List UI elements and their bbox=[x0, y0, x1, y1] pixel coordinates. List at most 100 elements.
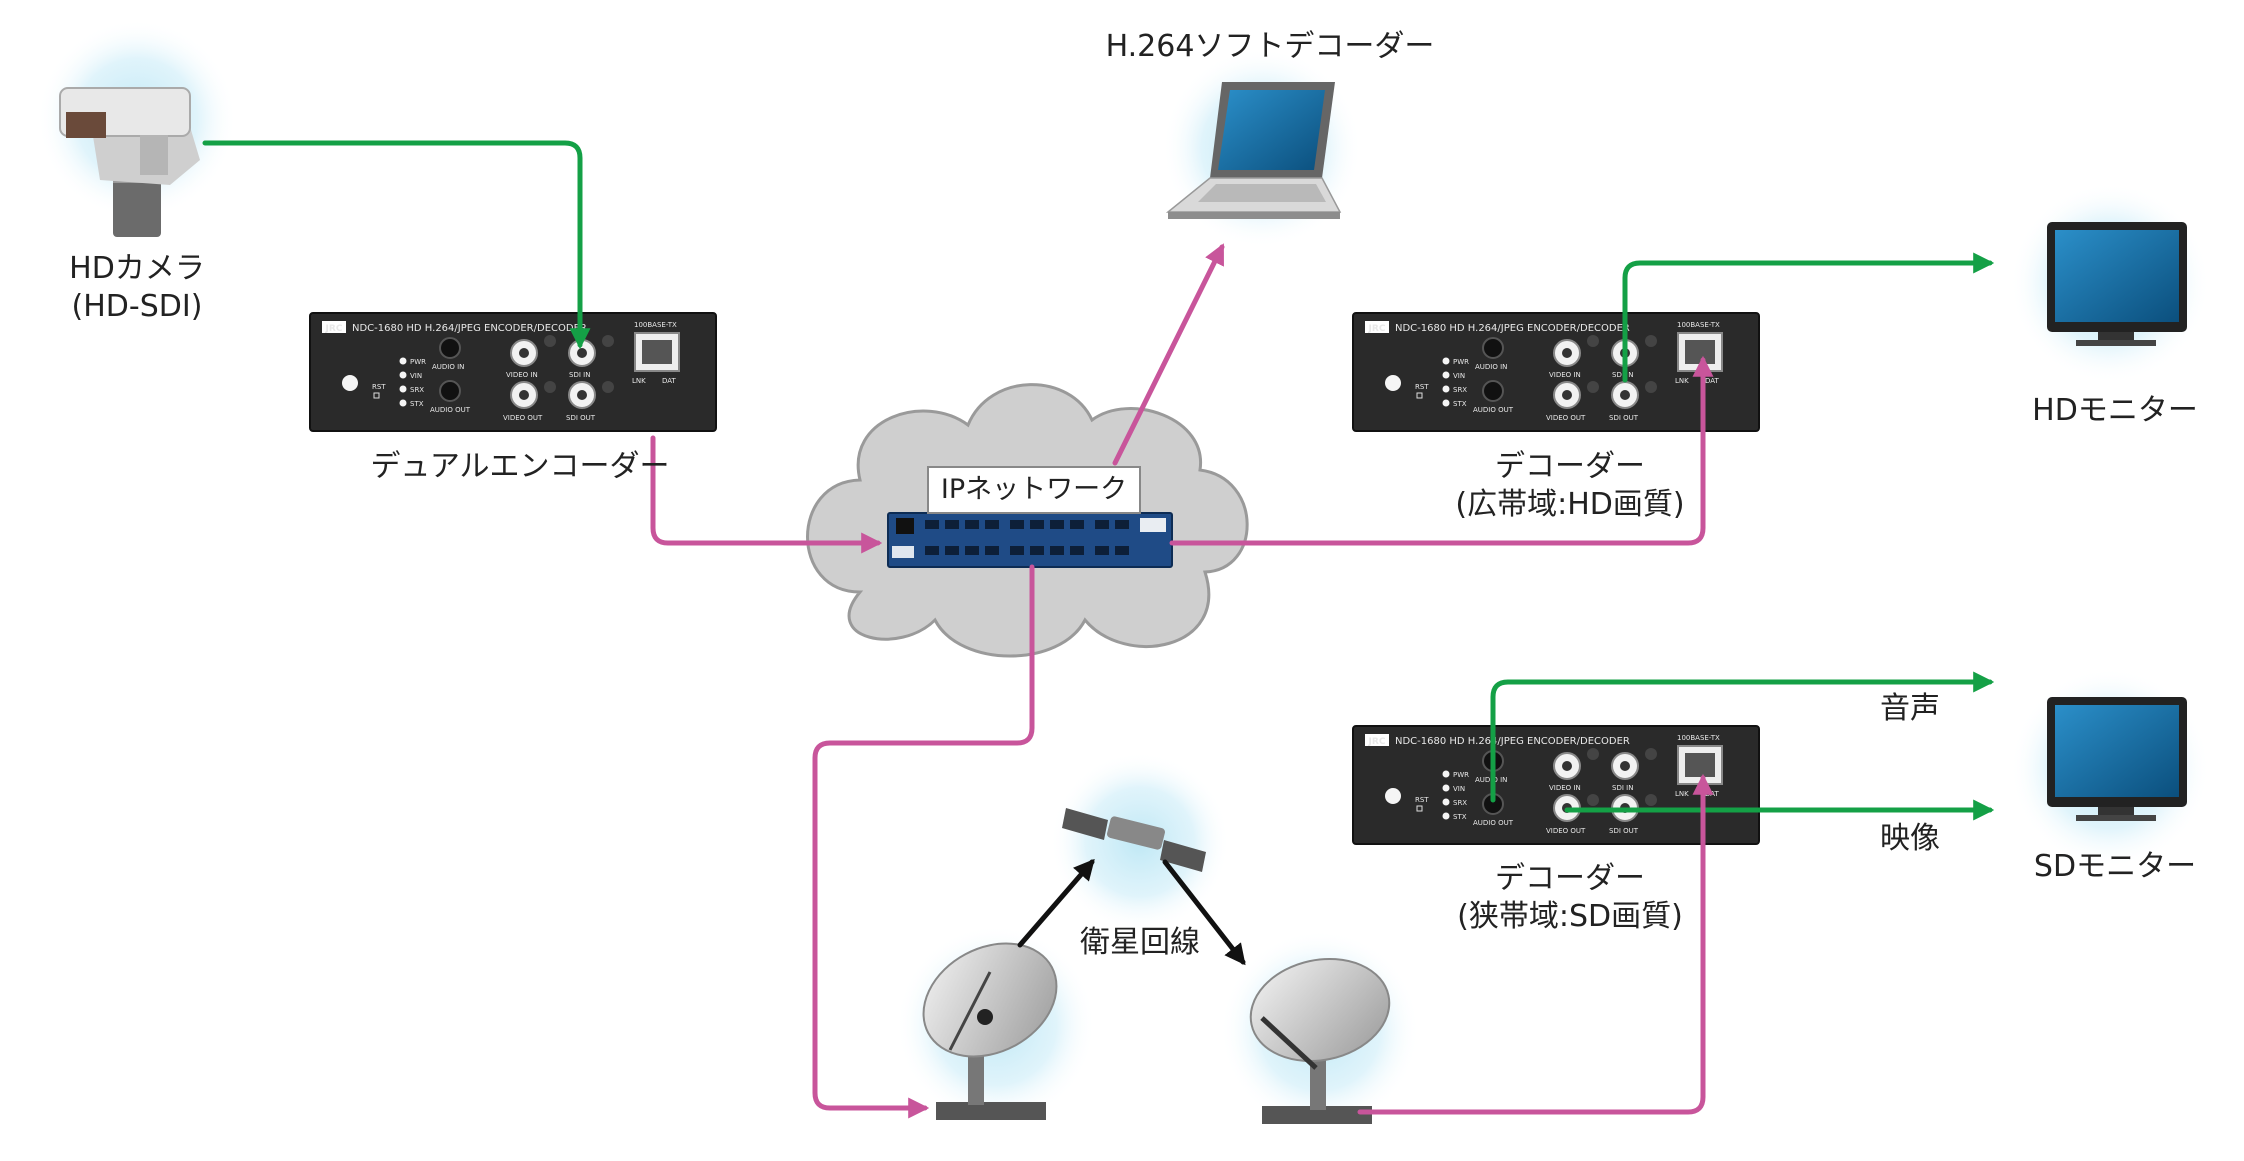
decoder-sd-label: デコーダー (狭帯域:SD画質) bbox=[1420, 860, 1720, 935]
device-panel bbox=[1352, 725, 1760, 845]
link-network-dish bbox=[812, 564, 1035, 1119]
link-camera-encoder bbox=[202, 140, 591, 350]
dat-label: DAT bbox=[662, 377, 677, 385]
brand-label: JRC bbox=[1368, 324, 1386, 334]
led-label: STX bbox=[410, 400, 424, 408]
link-encoder-network bbox=[650, 435, 883, 554]
satellite-label: 衛星回線 bbox=[1080, 925, 1200, 960]
decoder-sd-device: JRC NDC-1680 HD H.264/JPEG ENCODER/DECODE… bbox=[1352, 725, 1760, 845]
video-in-label: VIDEO IN bbox=[506, 371, 538, 379]
device-panel bbox=[1352, 312, 1760, 432]
link-satellite-dish bbox=[1162, 859, 1246, 966]
hd-monitor-icon bbox=[2010, 183, 2210, 383]
port-label: 100BASE-TX bbox=[1677, 734, 1720, 742]
led-label: VIN bbox=[410, 372, 422, 380]
led-indicator bbox=[1442, 371, 1450, 379]
reset-button bbox=[1385, 375, 1401, 391]
video-in-label: VIDEO IN bbox=[1549, 371, 1581, 379]
network-switch-icon bbox=[887, 512, 1173, 568]
lnk-label: LNK bbox=[632, 377, 646, 385]
decoder-sd-label-line1: デコーダー bbox=[1495, 861, 1645, 896]
port-label: 100BASE-TX bbox=[634, 321, 677, 329]
audio-out-jack bbox=[439, 380, 461, 402]
laptop-icon bbox=[1162, 48, 1362, 248]
audio-in-jack bbox=[1482, 337, 1504, 359]
led-indicator bbox=[399, 399, 407, 407]
camera-label-line1: HDカメラ bbox=[69, 251, 205, 286]
network-label: IPネットワーク bbox=[927, 466, 1141, 514]
link-network-hd-decoder bbox=[1169, 355, 1714, 546]
audio-in-jack bbox=[439, 337, 461, 359]
sdi-in-label: SDI IN bbox=[1612, 784, 1633, 792]
model-label: NDC-1680 HD H.264/JPEG ENCODER/DECODER bbox=[1395, 736, 1630, 747]
led-indicator bbox=[1442, 385, 1450, 393]
led-label: PWR bbox=[410, 358, 426, 366]
link-dish-satellite bbox=[1017, 858, 1095, 948]
audio-out-label: AUDIO OUT bbox=[1473, 819, 1514, 827]
led-indicator bbox=[1442, 357, 1450, 365]
decoder-hd-device: JRC NDC-1680 HD H.264/JPEG ENCODER/DECODE… bbox=[1352, 312, 1760, 432]
brand-badge bbox=[1365, 734, 1389, 746]
device-panel bbox=[309, 312, 717, 432]
sd-monitor-label: SDモニター bbox=[2033, 849, 2197, 884]
led-indicator bbox=[399, 385, 407, 393]
led-indicator bbox=[1442, 812, 1450, 820]
link-sd-audio bbox=[1490, 671, 1995, 803]
sdi-out-label: SDI OUT bbox=[566, 414, 596, 422]
brand-badge bbox=[1365, 321, 1389, 333]
led-indicator bbox=[1442, 399, 1450, 407]
sd-monitor-icon bbox=[2010, 668, 2210, 868]
reset-button bbox=[342, 375, 358, 391]
led-label: VIN bbox=[1453, 372, 1465, 380]
led-label: PWR bbox=[1453, 358, 1469, 366]
sdi-out-label: SDI OUT bbox=[1609, 414, 1639, 422]
audio-out-label: AUDIO OUT bbox=[430, 406, 471, 414]
audio-in-label: AUDIO IN bbox=[432, 363, 464, 371]
lnk-label: LNK bbox=[1675, 790, 1689, 798]
rst-label: RST bbox=[1415, 383, 1429, 391]
satellite-icon bbox=[1050, 752, 1230, 932]
camera-label-line2: (HD-SDI) bbox=[71, 288, 203, 324]
led-label: SRX bbox=[1453, 386, 1467, 394]
link-hd-decoder-monitor bbox=[1622, 252, 1995, 383]
audio-signal-label: 音声 bbox=[1880, 691, 1940, 726]
link-dish-sd-decoder bbox=[1357, 773, 1714, 1115]
led-indicator bbox=[1442, 770, 1450, 778]
led-indicator bbox=[1442, 798, 1450, 806]
led-label: SRX bbox=[410, 386, 424, 394]
led-indicator bbox=[1442, 784, 1450, 792]
led-indicator bbox=[399, 357, 407, 365]
soft-decoder-label: H.264ソフトデコーダー bbox=[1105, 29, 1435, 64]
video-in-label: VIDEO IN bbox=[1549, 784, 1581, 792]
decoder-hd-label-line1: デコーダー bbox=[1495, 449, 1645, 484]
video-signal-label: 映像 bbox=[1880, 821, 1940, 856]
led-indicator bbox=[399, 371, 407, 379]
led-label: PWR bbox=[1453, 771, 1469, 779]
dat-label: DAT bbox=[1705, 377, 1720, 385]
decoder-sd-label-line2: (狭帯域:SD画質) bbox=[1457, 898, 1683, 934]
camera-icon bbox=[37, 19, 237, 237]
model-label: NDC-1680 HD H.264/JPEG ENCODER/DECODER bbox=[1395, 323, 1630, 334]
decoder-hd-label-line2: (広帯域:HD画質) bbox=[1455, 486, 1685, 522]
brand-label: JRC bbox=[1368, 737, 1386, 747]
led-label: SRX bbox=[1453, 799, 1467, 807]
audio-in-label: AUDIO IN bbox=[1475, 363, 1507, 371]
dual-encoder-label: デュアルエンコーダー bbox=[370, 449, 670, 484]
reset-button bbox=[1385, 788, 1401, 804]
led-label: STX bbox=[1453, 813, 1467, 821]
dish-left-icon bbox=[896, 925, 1096, 1125]
hd-monitor-label: HDモニター bbox=[2032, 393, 2198, 428]
video-out-label: VIDEO OUT bbox=[1546, 827, 1586, 835]
audio-out-jack bbox=[1482, 380, 1504, 402]
brand-label: JRC bbox=[325, 324, 343, 334]
link-network-laptop bbox=[1112, 243, 1225, 466]
video-out-label: VIDEO OUT bbox=[503, 414, 543, 422]
rst-label: RST bbox=[1415, 796, 1429, 804]
sdi-out-label: SDI OUT bbox=[1609, 827, 1639, 835]
decoder-hd-label: デコーダー (広帯域:HD画質) bbox=[1420, 448, 1720, 523]
brand-badge bbox=[322, 321, 346, 333]
dish-right-icon bbox=[1220, 930, 1420, 1130]
lnk-label: LNK bbox=[1675, 377, 1689, 385]
